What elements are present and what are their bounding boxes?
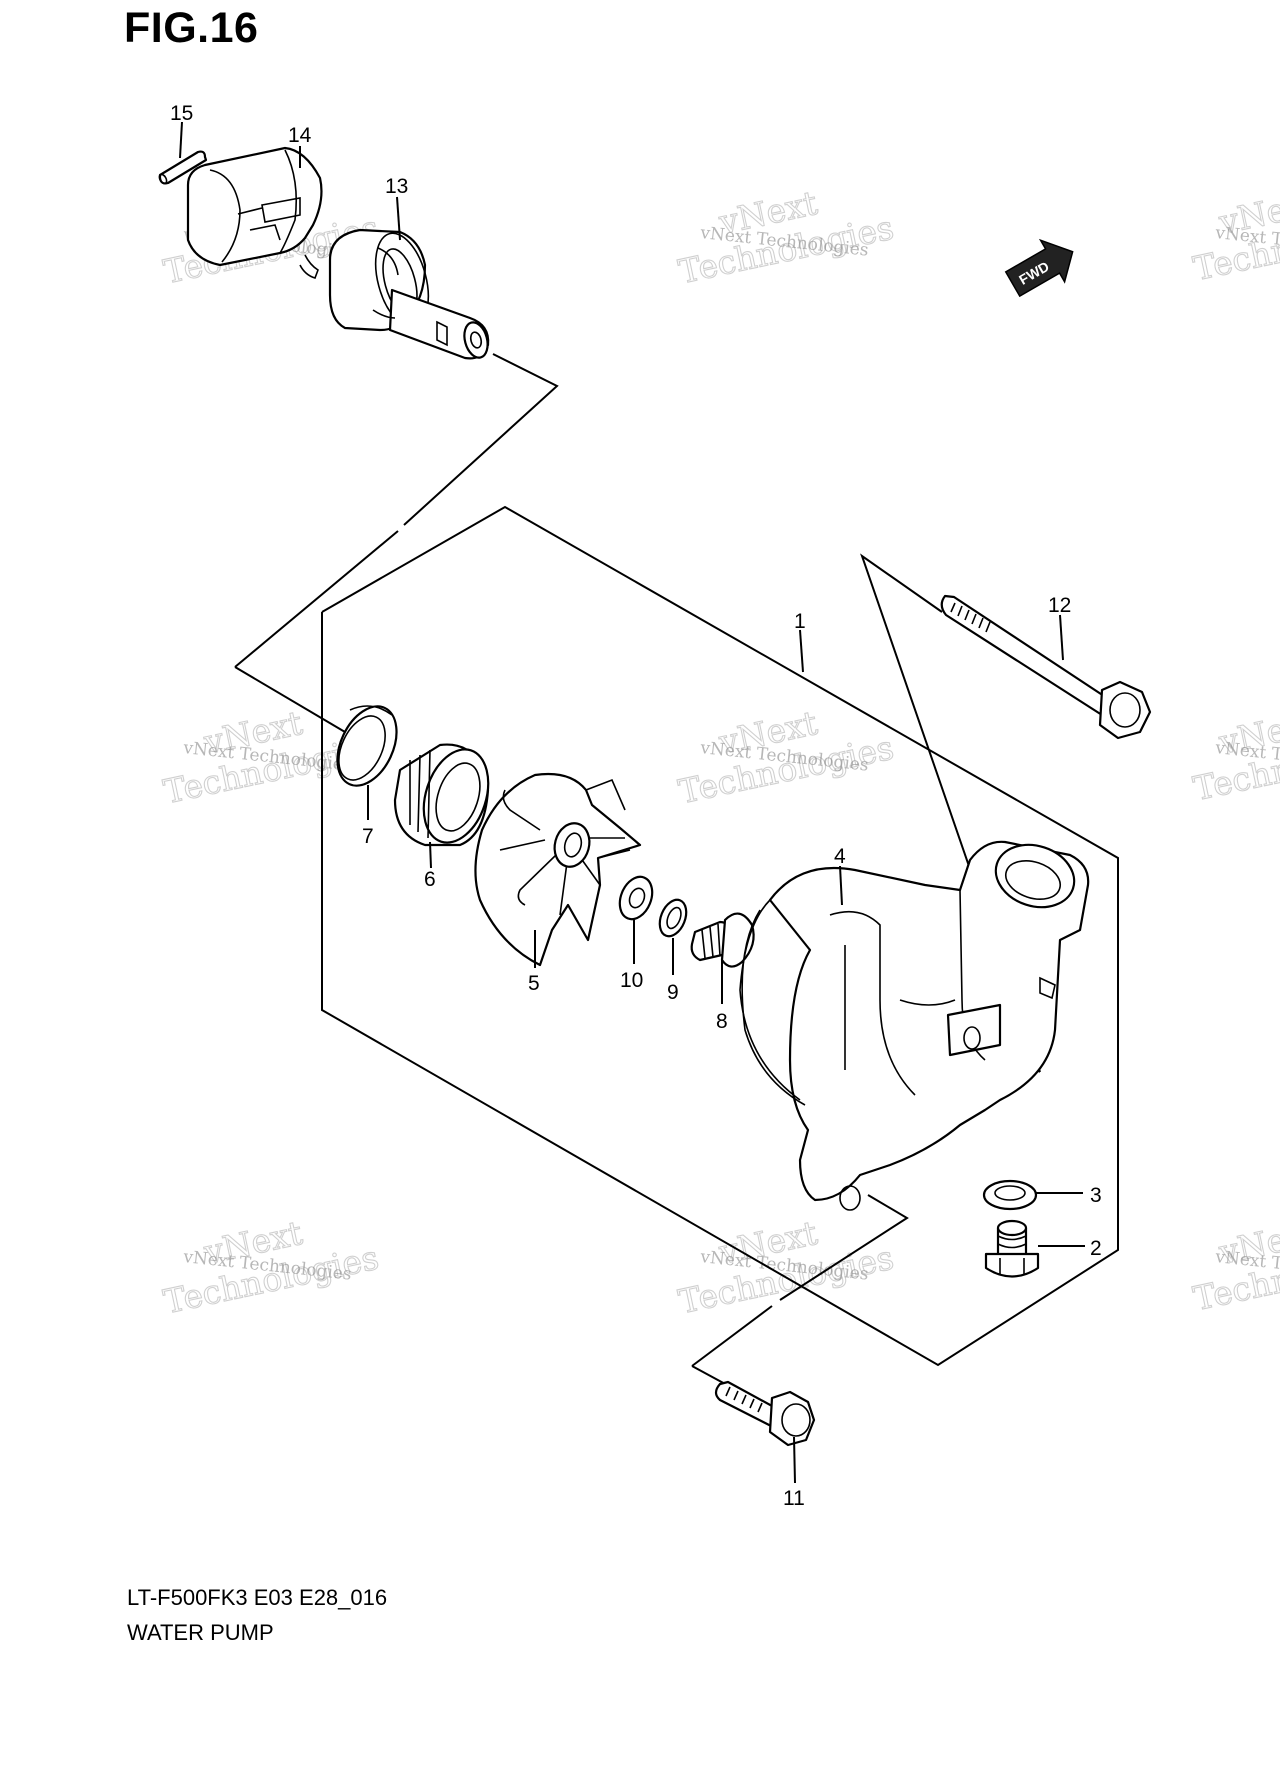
part-2-drain-plug: [984, 1219, 1040, 1278]
diagram-caption: WATER PUMP: [127, 1620, 274, 1645]
part-5-impeller: [474, 772, 642, 967]
part-6-mechanical-seal: [393, 743, 490, 847]
callout-10: 10: [620, 969, 643, 992]
callout-5: 5: [528, 972, 540, 995]
part-3-gasket: [982, 1179, 1038, 1211]
callout-labels: 15 14 13 1 12 4 7 6 5 10 9 8 3 2 11: [170, 102, 1102, 1510]
callout-1: 1: [794, 610, 806, 633]
shaft-leader: [234, 353, 559, 733]
callout-3: 3: [1090, 1184, 1102, 1207]
callout-12: 12: [1048, 594, 1071, 617]
diagram-code: LT-F500FK3 E03 E28_016: [127, 1585, 388, 1610]
assembly-outline: [321, 505, 1119, 1367]
part-11-bolt: [714, 1380, 816, 1447]
part-10-washer: [618, 875, 654, 921]
part-15-pin: [158, 150, 208, 185]
callout-13: 13: [385, 175, 408, 198]
part-4-pump-housing: [739, 840, 1090, 1211]
callout-9: 9: [667, 981, 679, 1004]
part-9-washer: [658, 898, 688, 938]
part-7-seal-ring: [336, 705, 398, 787]
callout-6: 6: [424, 868, 436, 891]
callout-15: 15: [170, 102, 193, 125]
callout-7: 7: [362, 825, 374, 848]
direction-badge: FWD: [1004, 238, 1074, 298]
part-13-shaft: [328, 228, 490, 360]
callout-2: 2: [1090, 1237, 1102, 1260]
callout-8: 8: [716, 1010, 728, 1033]
callout-11: 11: [783, 1487, 805, 1510]
part-12-long-bolt: [940, 594, 1152, 740]
callout-14: 14: [288, 124, 312, 147]
callout-4: 4: [834, 845, 846, 868]
figure-title: FIG.16: [124, 4, 259, 52]
part-14-coupling: [186, 146, 323, 279]
callout-leaders: [179, 121, 1085, 1484]
